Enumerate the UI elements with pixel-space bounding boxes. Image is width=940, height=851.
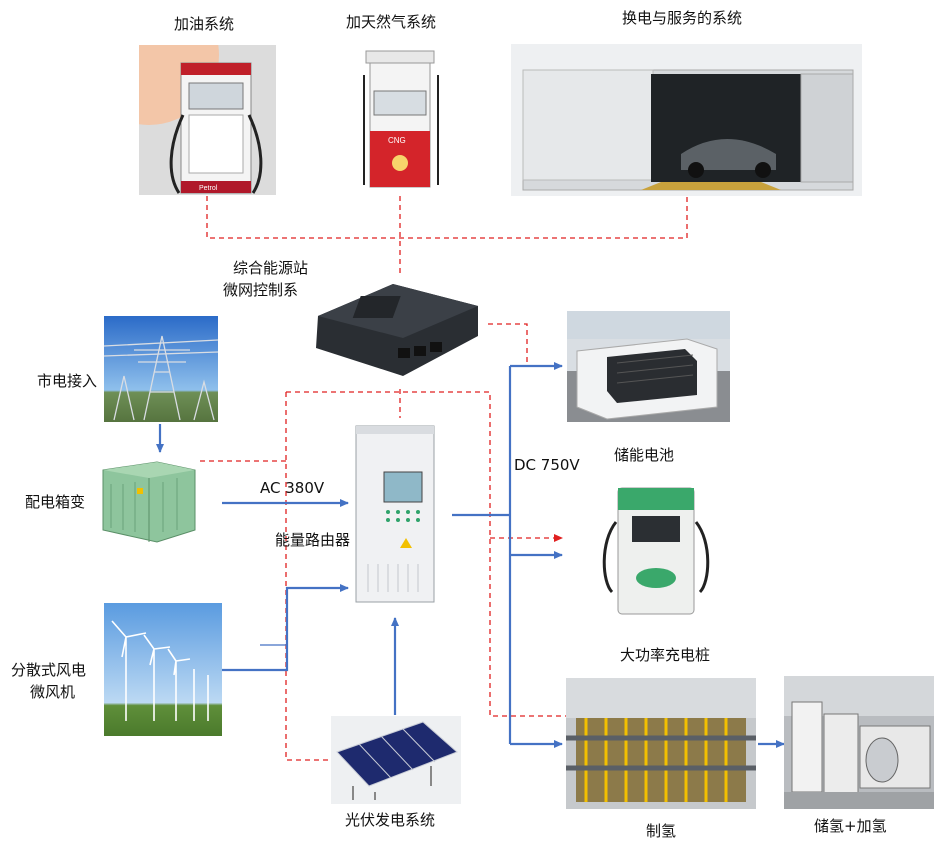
wind-turbines-image [104, 603, 222, 736]
wind-label-line2: 微风机 [30, 683, 76, 701]
controller-label-line2: 微网控制系统 [223, 281, 314, 299]
fast-charger-image [596, 482, 716, 622]
microgrid-controller-image [298, 276, 488, 386]
energy-router-label: 能量路由器 [275, 531, 351, 549]
ac-voltage-label: AC 380V [260, 479, 325, 497]
fuel-dispenser-image: Petrol [139, 45, 276, 195]
cng-dispenser-image: CNG [346, 45, 453, 195]
swap-system-label: 换电与服务的系统 [622, 9, 743, 27]
hydrogen-storage-label: 储氢+加氢 [814, 817, 887, 835]
cng-system-label: 加天然气系统 [346, 13, 437, 31]
power-lines [156, 362, 785, 748]
energy-router-cabinet-image [354, 424, 436, 606]
fuel-system-label: 加油系统 [174, 15, 235, 33]
fast-charger-label: 大功率充电桩 [620, 646, 711, 664]
solar-panels-image [331, 716, 461, 804]
wind-label-line1: 分散式风电 [11, 661, 87, 679]
control-lines [200, 196, 688, 761]
electrolyzer-label: 制氢 [646, 822, 677, 840]
battery-storage-label: 储能电池 [614, 446, 675, 464]
grid-tower-image [104, 316, 218, 422]
battery-swap-station-image [511, 44, 862, 196]
hydrogen-station-image [784, 676, 934, 809]
transformer-label: 配电箱变 [25, 493, 86, 511]
dc-voltage-label: DC 750V [514, 456, 580, 474]
solar-system-label: 光伏发电系统 [345, 811, 436, 829]
electrolyzer-image [566, 678, 756, 809]
grid-connection-label: 市电接入 [37, 372, 98, 390]
controller-label-line1: 综合能源站 [233, 259, 309, 277]
energy-storage-image [567, 311, 730, 422]
petrol-tag: Petrol [199, 185, 218, 192]
transformer-box-image [97, 458, 200, 545]
cng-tag: CNG [388, 136, 406, 145]
